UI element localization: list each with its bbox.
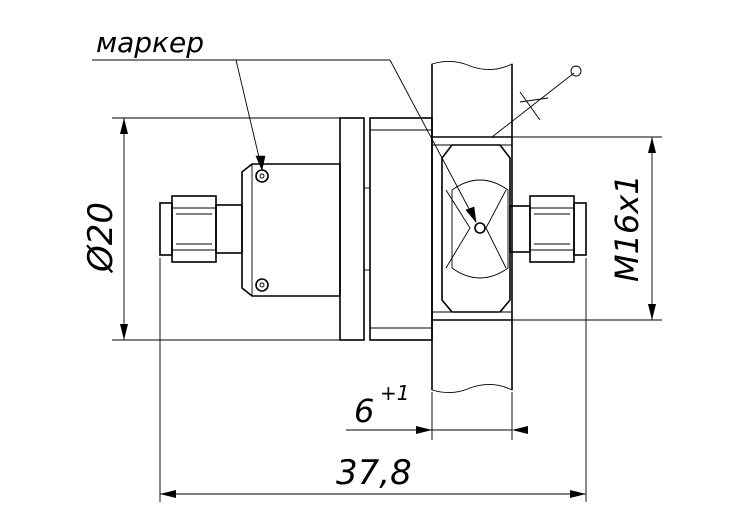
depth-tolerance-label: +1	[380, 381, 409, 405]
marker-hole-bottom	[255, 278, 269, 292]
marker-label: маркер	[96, 26, 204, 59]
thread-label: M16x1	[608, 174, 646, 282]
diameter-dimension	[112, 117, 340, 341]
right-connector	[509, 195, 587, 263]
mounting-wall	[431, 61, 513, 393]
marker-hole-top	[255, 169, 269, 183]
left-connector	[159, 195, 243, 263]
total-length-dimension	[159, 258, 587, 502]
flange	[339, 117, 433, 341]
marker-leader	[92, 59, 477, 223]
thread-dimension	[512, 136, 662, 321]
depth-dimension	[346, 392, 528, 440]
body-housing	[241, 163, 341, 297]
depth-value-label: 6	[354, 392, 374, 430]
diameter-label: Ø20	[81, 202, 121, 274]
total-length-label: 37,8	[336, 453, 412, 493]
surface-mark-symbol	[491, 65, 582, 138]
hex-nut	[441, 144, 511, 313]
